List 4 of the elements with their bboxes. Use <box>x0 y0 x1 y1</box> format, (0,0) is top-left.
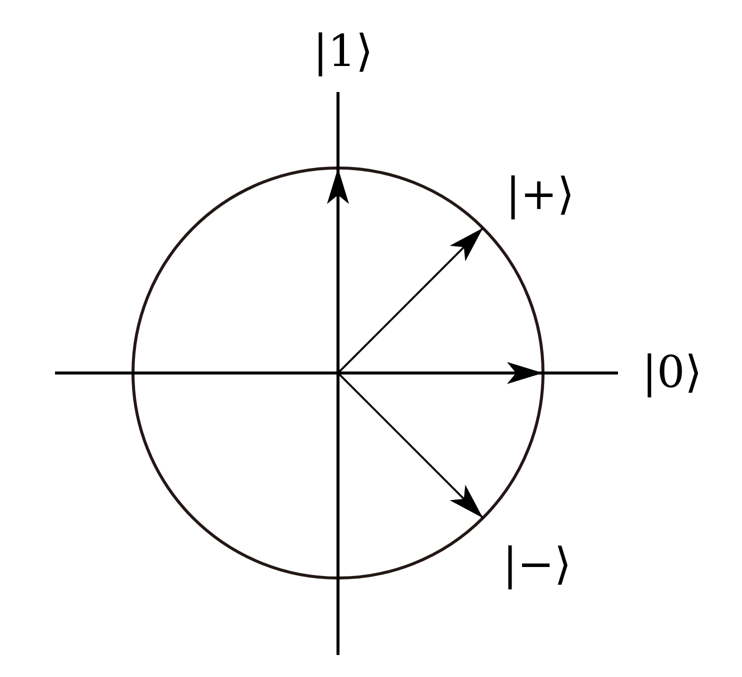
state-label: |0⟩ <box>642 351 702 395</box>
state-label: |1⟩ <box>313 30 373 74</box>
state-label: |+⟩ <box>506 173 574 217</box>
state-label: |−⟩ <box>502 543 572 587</box>
